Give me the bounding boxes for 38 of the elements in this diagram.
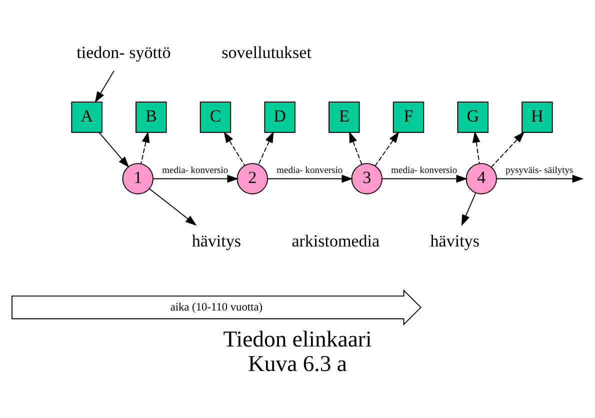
node-circle: 2	[236, 163, 268, 194]
diagram-title: Tiedon elinkaari	[223, 326, 372, 352]
node-text: tiedon- syöttö	[76, 42, 171, 62]
node-box: F	[392, 102, 424, 133]
arrow	[472, 131, 480, 164]
arrow	[490, 132, 525, 168]
arrow	[461, 192, 476, 226]
edge-label: media- konversio	[162, 166, 228, 176]
arrow	[152, 174, 239, 183]
node-circle: 3	[351, 163, 382, 194]
arrow	[258, 131, 274, 166]
label: arkistomedia	[292, 231, 380, 250]
arrow	[349, 131, 362, 165]
arrow	[98, 132, 130, 168]
edge-label: pysyväis- säilytys	[506, 166, 574, 176]
node-circle: 4	[466, 163, 497, 194]
node-circle: 1	[122, 163, 154, 194]
arrow	[374, 131, 400, 166]
node-box: D	[264, 102, 296, 133]
node-box: A	[71, 102, 102, 133]
node-text: hävitys	[192, 231, 242, 250]
arrow	[94, 70, 114, 103]
caption: Kuva 6.3 a	[248, 350, 347, 376]
node-text: hävitys	[430, 231, 480, 250]
arrow	[382, 174, 468, 183]
node-box: B	[136, 102, 167, 133]
node-box: E	[328, 102, 360, 133]
label: sovellutukset	[222, 42, 312, 62]
node-box: C	[200, 102, 232, 133]
edge-label: media- konversio	[276, 166, 343, 176]
arrow	[149, 188, 197, 226]
node-box: H	[522, 102, 553, 133]
arrow	[224, 131, 246, 166]
node-box: G	[457, 102, 488, 133]
arrow	[496, 174, 584, 183]
edge-label: media- konversio	[391, 166, 458, 176]
arrow	[140, 131, 150, 164]
arrow	[267, 174, 354, 183]
